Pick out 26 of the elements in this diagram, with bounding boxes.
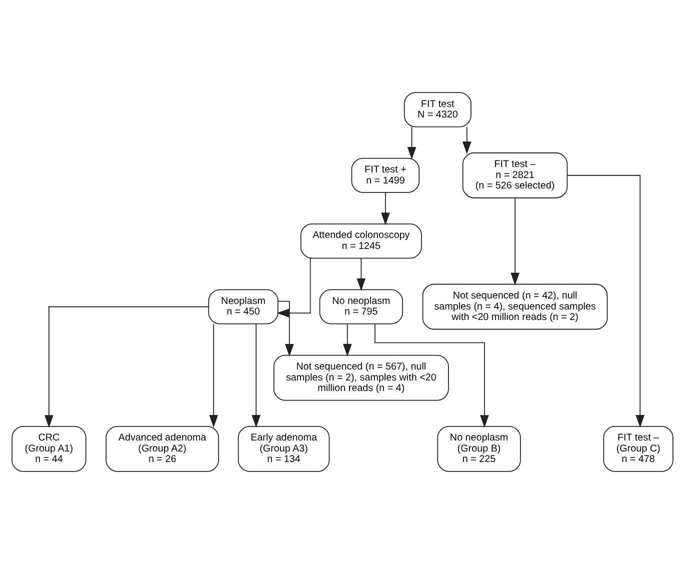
node-box: FIT test – n = 2821 (n = 526 selected) [462, 152, 568, 198]
arrow [276, 258, 311, 318]
node-box: FIT test N = 4320 [404, 92, 472, 128]
node-box: Neoplasm n = 450 [208, 289, 278, 324]
arrow [462, 126, 472, 154]
arrow [278, 300, 294, 357]
node-box: FIT test + n = 1499 [351, 158, 420, 193]
arrow [209, 323, 218, 428]
node-box: CRC (Group A1) n = 44 [12, 426, 86, 472]
node-box: Attended colonoscopy n = 1245 [300, 224, 422, 259]
node-box: Not sequenced (n = 567), null samples (n = 2), samples with <20 million reads (n = 4) [273, 354, 449, 401]
node-box: Early adenoma (Group A3) n = 134 [238, 426, 330, 472]
arrow [510, 198, 520, 286]
arrow [252, 323, 261, 428]
node-box: No neoplasm (Group B) n = 225 [437, 426, 521, 472]
arrow [407, 126, 416, 160]
arrow [342, 324, 352, 356]
node-box: Advanced adenoma (Group A2) n = 26 [106, 426, 219, 472]
arrow [44, 306, 209, 428]
arrow [356, 258, 366, 291]
arrow [374, 323, 489, 428]
arrow [381, 192, 390, 226]
node-box: FIT test – (Group C) n = 478 [603, 426, 674, 472]
node-box: Not sequenced (n = 42), null samples (n = 4), sequenced samples with <20 million reads (n = 2) [422, 284, 608, 330]
arrow [566, 174, 644, 428]
node-box: No neoplasm n = 795 [319, 289, 403, 324]
